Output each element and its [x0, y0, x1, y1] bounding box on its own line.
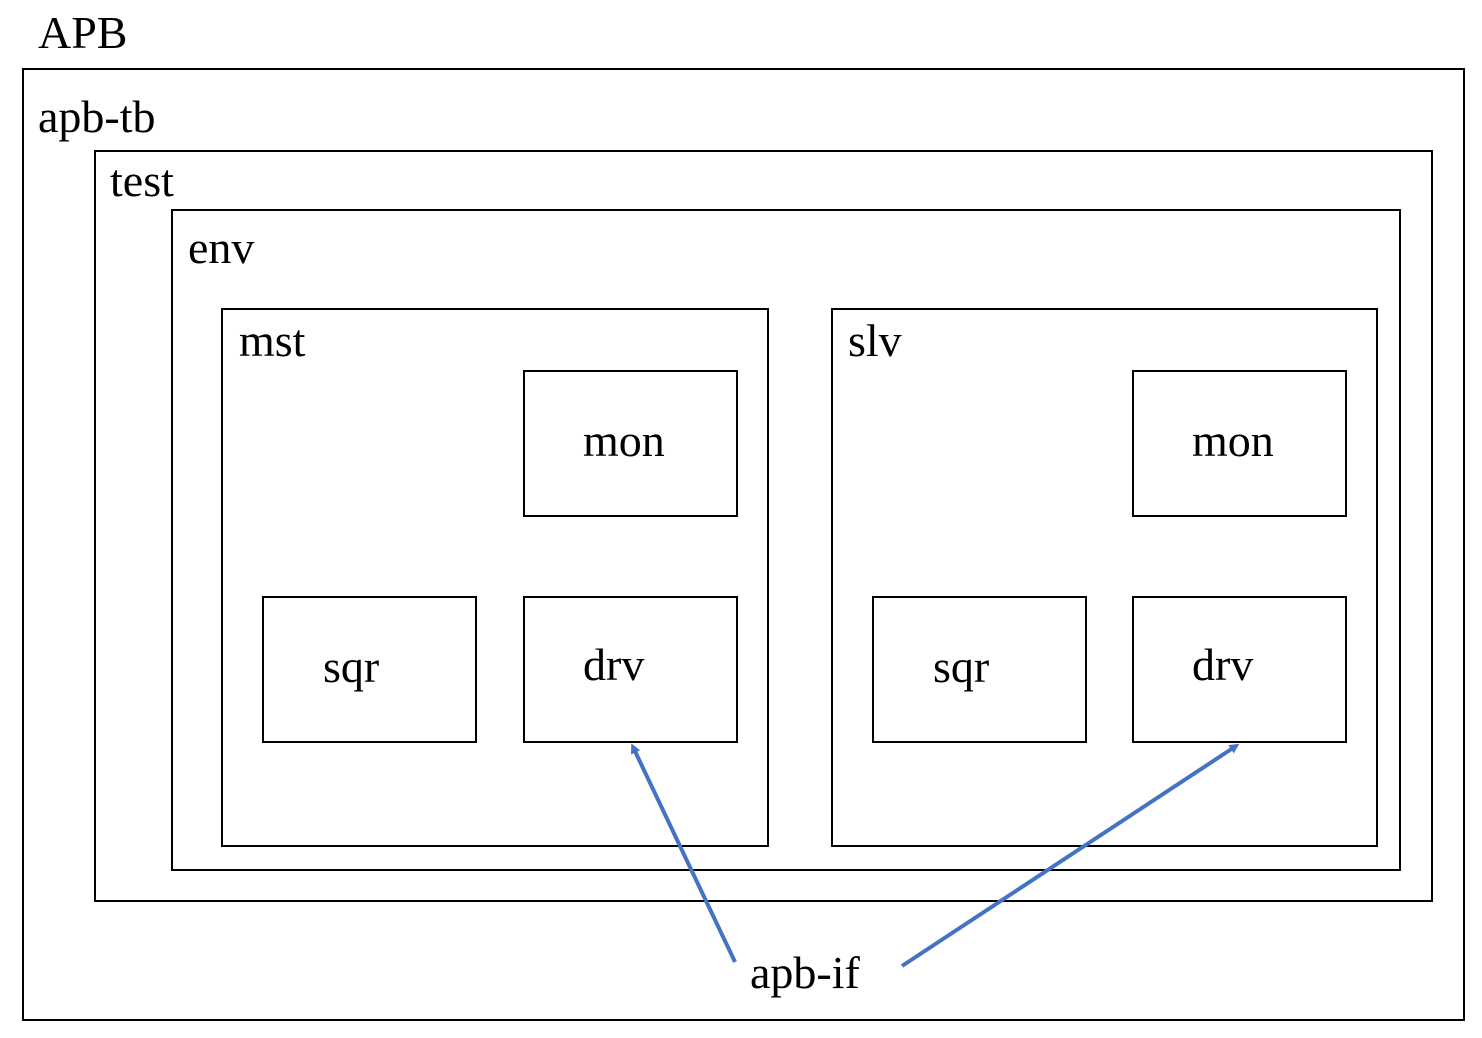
mst-sequencer-label: sqr	[323, 641, 380, 692]
mst-driver-box	[523, 596, 738, 743]
apb-tb-box	[22, 68, 1465, 1021]
slv-monitor-label: mon	[1192, 415, 1274, 466]
slv-driver-box	[1132, 596, 1347, 743]
env-label: env	[188, 222, 255, 273]
env-box	[171, 209, 1401, 871]
diagram-title: APB	[38, 7, 128, 58]
mst-monitor-label: mon	[583, 415, 665, 466]
slv-sequencer-box	[872, 596, 1087, 743]
slv-sequencer-label: sqr	[933, 641, 990, 692]
mst-driver-label: drv	[583, 639, 645, 690]
slv-monitor-box	[1132, 370, 1347, 517]
test-box	[94, 150, 1433, 902]
mst-agent-label: mst	[239, 315, 306, 366]
slv-agent-label: slv	[848, 315, 902, 366]
slv-driver-label: drv	[1192, 639, 1254, 690]
apb-tb-label: apb-tb	[38, 91, 156, 142]
mst-sequencer-box	[262, 596, 477, 743]
mst-agent-box	[221, 308, 769, 847]
mst-monitor-box	[523, 370, 738, 517]
test-label: test	[110, 155, 174, 206]
apb-if-label: apb-if	[750, 947, 860, 998]
